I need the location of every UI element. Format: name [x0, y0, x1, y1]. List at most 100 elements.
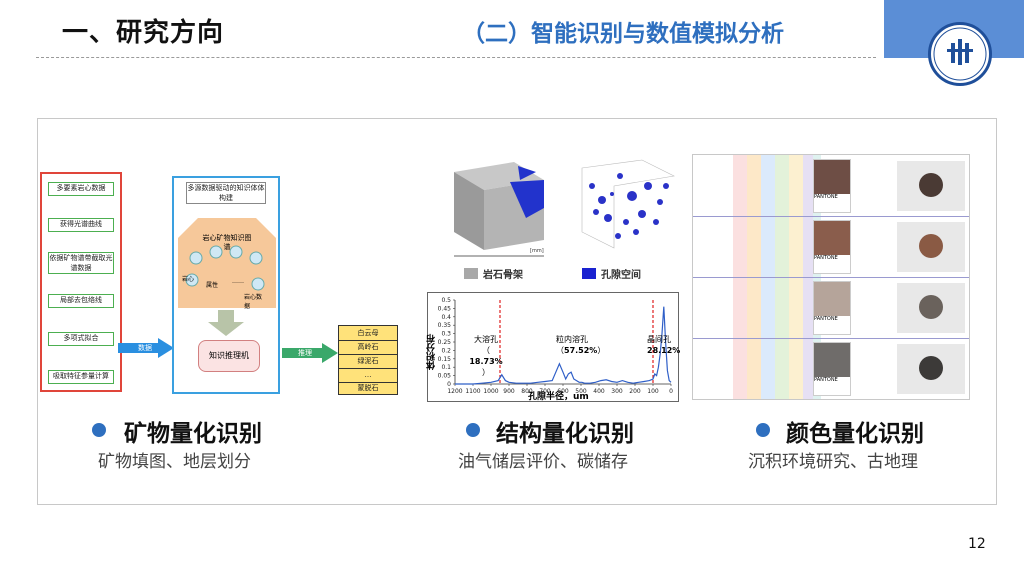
annotation-intercrystal: 晶间孔 28.12%: [647, 334, 681, 356]
kg-map-label: 岩心矿物知识图谱: [202, 234, 252, 251]
kg-title: 多源数据驱动的知识体体构建: [186, 182, 266, 204]
annotation-value: 18.73%: [469, 357, 503, 366]
pore-distribution-chart: 00.050.10.150.20.250.30.350.40.450.51200…: [438, 297, 673, 395]
y-tick-label: 0.5: [441, 297, 451, 304]
annotation-label: 大溶孔: [474, 335, 498, 344]
data-arrow-icon: [118, 338, 174, 358]
core-photo: [897, 283, 965, 333]
pore-space-3d: [581, 159, 675, 249]
annotation-label: 晶间孔: [647, 335, 671, 344]
flow-step: 依据矿物谱带截取光谱数据: [48, 252, 114, 274]
color-data-table: PANTONE PANTONE PANTONE PANTONE: [692, 154, 970, 400]
mineral-item: 白云母: [339, 326, 397, 341]
category-title: 矿物量化识别: [124, 421, 262, 447]
y-tick-label: 0.3: [441, 331, 451, 338]
section-title: 一、研究方向: [62, 18, 225, 48]
x-tick-label: 700: [539, 388, 551, 395]
x-tick-label: 900: [503, 388, 515, 395]
legend-rock-swatch: [464, 268, 478, 279]
annotation-label: 粒内溶孔: [556, 335, 588, 344]
pantone-label: PANTONE: [814, 194, 838, 200]
header-divider: [36, 57, 876, 58]
arrow-out-label: 推理: [298, 349, 312, 357]
mineral-item: 绿泥石: [339, 354, 397, 369]
x-tick-label: 1100: [465, 388, 480, 395]
logo-emblem-icon: [933, 27, 987, 81]
reasoner-label: 知识推理机: [209, 351, 249, 360]
annotation-paren: ）: [597, 346, 606, 355]
core-photo: [897, 344, 965, 394]
legend-pore-swatch: [582, 268, 596, 279]
kg-ellipsis: ……: [232, 278, 244, 285]
kg-node-label: 属性: [206, 282, 219, 289]
annotation-paren: （: [482, 346, 490, 355]
bullet-icon: [92, 423, 106, 437]
pantone-label: PANTONE: [814, 255, 838, 261]
x-tick-label: 200: [629, 388, 641, 395]
row-divider: [693, 338, 969, 339]
category-subtitle: 沉积环境研究、古地理: [748, 452, 918, 472]
y-tick-label: 0.4: [441, 314, 451, 321]
annotation-paren: （: [556, 346, 564, 355]
x-tick-label: 500: [575, 388, 587, 395]
chart-xlabel: 孔隙半径，um: [528, 392, 589, 402]
annotation-large-pore: 大溶孔 （ 18.73% ）: [466, 334, 506, 378]
core-sample: [919, 234, 943, 258]
pantone-card: PANTONE: [813, 159, 851, 213]
flow-step: 多要素岩心数据: [48, 182, 114, 196]
flow-step: 局部去包络线: [48, 294, 114, 308]
y-tick-label: 0.45: [438, 305, 452, 312]
slide-subtitle: （二）智能识别与数值模拟分析: [462, 21, 784, 47]
core-photo: [897, 161, 965, 211]
x-tick-label: 1200: [447, 388, 462, 395]
mineral-item: 高岭石: [339, 340, 397, 355]
pantone-label: PANTONE: [814, 316, 838, 322]
x-tick-label: 600: [557, 388, 569, 395]
mineral-item: 蒙脱石: [357, 384, 379, 392]
x-tick-label: 800: [521, 388, 533, 395]
x-tick-label: 100: [647, 388, 659, 395]
annotation-intragranular: 粒内溶孔 （57.52%）: [556, 334, 616, 356]
distribution-line: [455, 306, 672, 385]
kg-graph-icon: [178, 218, 276, 308]
annotation-value: 28.12%: [647, 346, 681, 355]
mineral-flow-diagram: 多要素岩心数据 获得光谱曲线 依据矿物谱带截取光谱数据 局部去包络线 多项式拟合…: [40, 172, 122, 392]
row-divider: [693, 277, 969, 278]
pantone-card: PANTONE: [813, 342, 851, 396]
pantone-card: PANTONE: [813, 220, 851, 274]
y-tick-label: 0.2: [441, 347, 451, 354]
category-title: 结构量化识别: [496, 421, 634, 447]
survey-logo: [928, 22, 992, 86]
kg-node-label: 岩心: [182, 276, 195, 283]
arrow-in-label: 数据: [138, 344, 152, 352]
y-tick-label: 0: [447, 381, 451, 388]
category-subtitle: 油气储层评价、碳储存: [458, 452, 628, 472]
pantone-swatch: [814, 343, 850, 377]
reasoning-arrow-icon: [282, 343, 338, 363]
y-tick-label: 0.35: [438, 322, 452, 329]
page-number: 12: [968, 536, 986, 552]
mineral-item: …: [339, 368, 397, 383]
pantone-swatch: [814, 160, 850, 194]
bullet-icon: [466, 423, 480, 437]
flow-step: 吸取特征参量计算: [48, 370, 114, 384]
y-tick-label: 0.15: [438, 356, 452, 363]
x-tick-label: 1000: [483, 388, 498, 395]
y-tick-label: 0.25: [438, 339, 452, 346]
mineral-list: 白云母 高岭石 绿泥石 … 蒙脱石: [338, 325, 398, 395]
x-tick-label: 400: [593, 388, 605, 395]
annotation-value: 57.52%: [564, 346, 598, 355]
category-title: 颜色量化识别: [786, 421, 924, 447]
chart-ylabel: 体积分布: [427, 334, 437, 370]
pantone-card: PANTONE: [813, 281, 851, 335]
core-sample: [919, 295, 943, 319]
pantone-label: PANTONE: [814, 377, 838, 383]
flow-step: 获得光谱曲线: [48, 218, 114, 232]
annotation-paren: ）: [482, 368, 490, 377]
category-subtitle: 矿物填图、地层划分: [98, 452, 251, 472]
legend-pore-label: 孔隙空间: [601, 270, 641, 281]
legend-rock-label: 岩石骨架: [483, 270, 523, 281]
core-photo: [897, 222, 965, 272]
scale-unit-label: [mm]: [530, 248, 544, 254]
x-tick-label: 0: [669, 388, 673, 395]
